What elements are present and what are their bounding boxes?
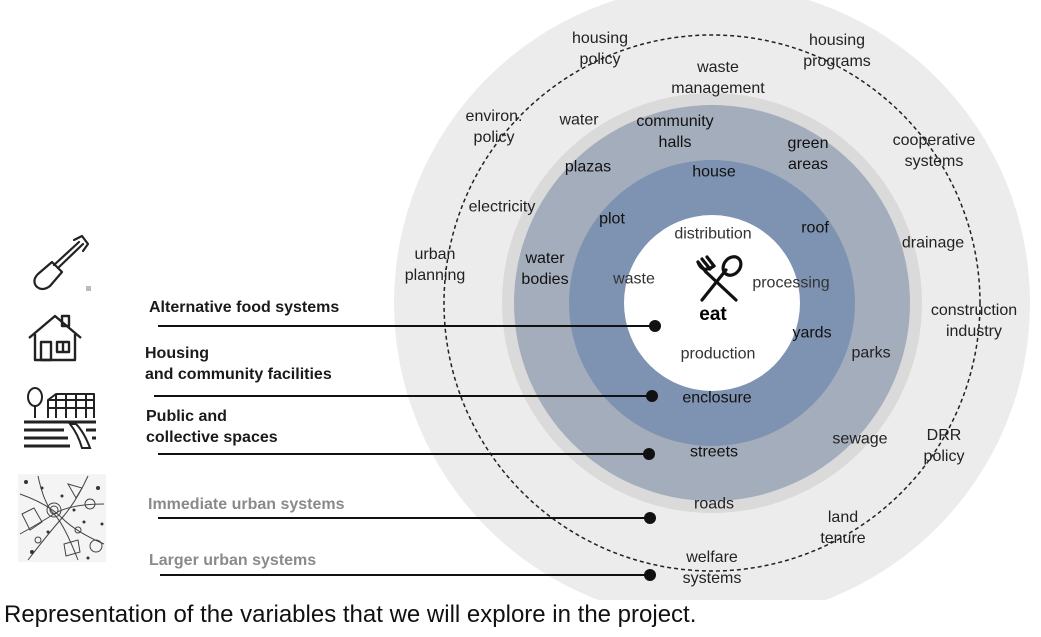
figure-caption: Representation of the variables that we … [4,601,697,628]
leader-line-public [158,453,648,455]
label-roof: roof [801,219,829,237]
legend-immediate-urban-systems: Immediate urban systems [148,496,345,513]
label-construction-industry: construction industry [930,302,1018,340]
label-house: house [692,163,736,181]
label-community-halls: community halls [636,113,714,151]
fork-spoon-icon [696,255,743,302]
label-parks: parks [851,344,891,362]
label-processing: processing [752,274,830,292]
leader-dot-food [649,320,661,332]
label-yards: yards [792,324,832,342]
leader-line-immediate [158,517,649,519]
label-green-areas: green areas [787,135,829,173]
label-welfare-systems: welfare systems [682,549,742,587]
leader-line-food [158,325,654,327]
label-production: production [680,345,756,363]
label-land-tenure: land tenure [820,509,866,547]
leader-dot-public [643,448,655,460]
legend-public-collective-spaces: Public and collective spaces [146,408,278,446]
leader-dot-larger [644,569,656,581]
eat-core [624,215,800,391]
legend-larger-urban-systems: Larger urban systems [149,552,317,569]
label-housing-programs: housing programs [803,32,871,70]
label-cooperative-systems: cooperative systems [892,132,976,170]
house-icon [28,314,82,362]
label-roads: roads [693,495,735,513]
leader-line-larger [160,574,650,576]
label-water-bodies: water bodies [521,250,569,288]
greenhouse-field-icon [24,387,96,449]
label-enclosure: enclosure [682,389,752,407]
label-distribution: distribution [674,225,752,243]
leader-line-housing [154,395,651,397]
label-housing-policy: housing policy [571,30,629,68]
label-sewage: sewage [832,430,888,448]
label-water: water [559,111,599,129]
label-eat: eat [699,304,727,325]
label-streets: streets [689,443,739,461]
leader-dot-immediate [644,512,656,524]
label-drainage: drainage [901,234,965,252]
label-waste: waste [613,270,655,288]
legend-housing-community: Housing and community facilities [145,345,332,383]
dashed-boundary-circle [443,34,981,572]
label-urban-planning: urban planning [404,246,466,284]
legend-alternative-food-systems: Alternative food systems [149,299,340,316]
leader-dot-housing [646,390,658,402]
label-plot: plot [599,210,625,228]
concentric-rings [394,0,1030,600]
label-environ-policy: environ. policy [465,108,523,146]
label-drr-policy: DRR policy [923,427,965,465]
label-electricity: electricity [468,198,536,216]
shovel-icon [33,234,91,291]
label-plazas: plazas [564,158,612,176]
label-waste-management: waste management [671,59,765,97]
urban-map-icon [18,474,106,562]
